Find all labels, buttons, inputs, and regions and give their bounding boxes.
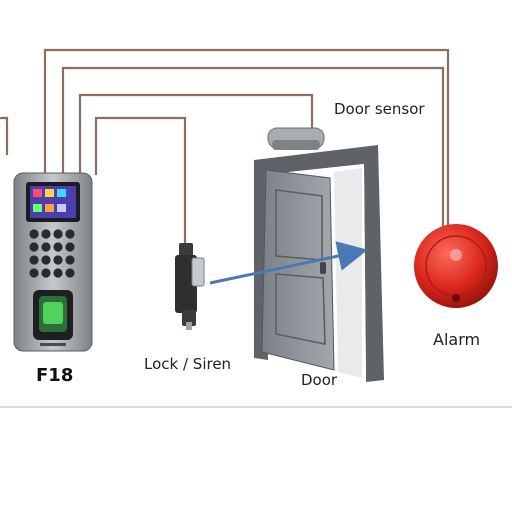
lock-siren-label: Lock / Siren — [144, 355, 232, 373]
door-jamb-shade — [334, 168, 362, 378]
alarm-label: Alarm — [433, 330, 481, 349]
electric-lock-icon — [175, 243, 205, 330]
door-sensor-label: Door sensor — [334, 100, 425, 118]
alarm-bell-icon — [414, 224, 498, 308]
door-leaf — [261, 169, 335, 371]
wire-alarm — [43, 48, 450, 225]
fingerprint-terminal-icon — [13, 172, 93, 352]
door-handle — [320, 262, 326, 274]
door-frame — [254, 145, 384, 382]
wiring — [0, 48, 450, 245]
door-label: Door — [301, 371, 338, 389]
opening-arrow — [209, 241, 368, 285]
door-panel-bottom — [275, 273, 326, 345]
door-illustration — [254, 145, 384, 382]
door-sensor-icon — [267, 127, 325, 150]
wire-door-sensor-1 — [61, 66, 445, 235]
wire-door-sensor-2 — [78, 93, 314, 175]
device-model-label: F18 — [36, 365, 74, 386]
wire-lock — [94, 116, 187, 245]
wire-left-edge — [0, 116, 9, 155]
